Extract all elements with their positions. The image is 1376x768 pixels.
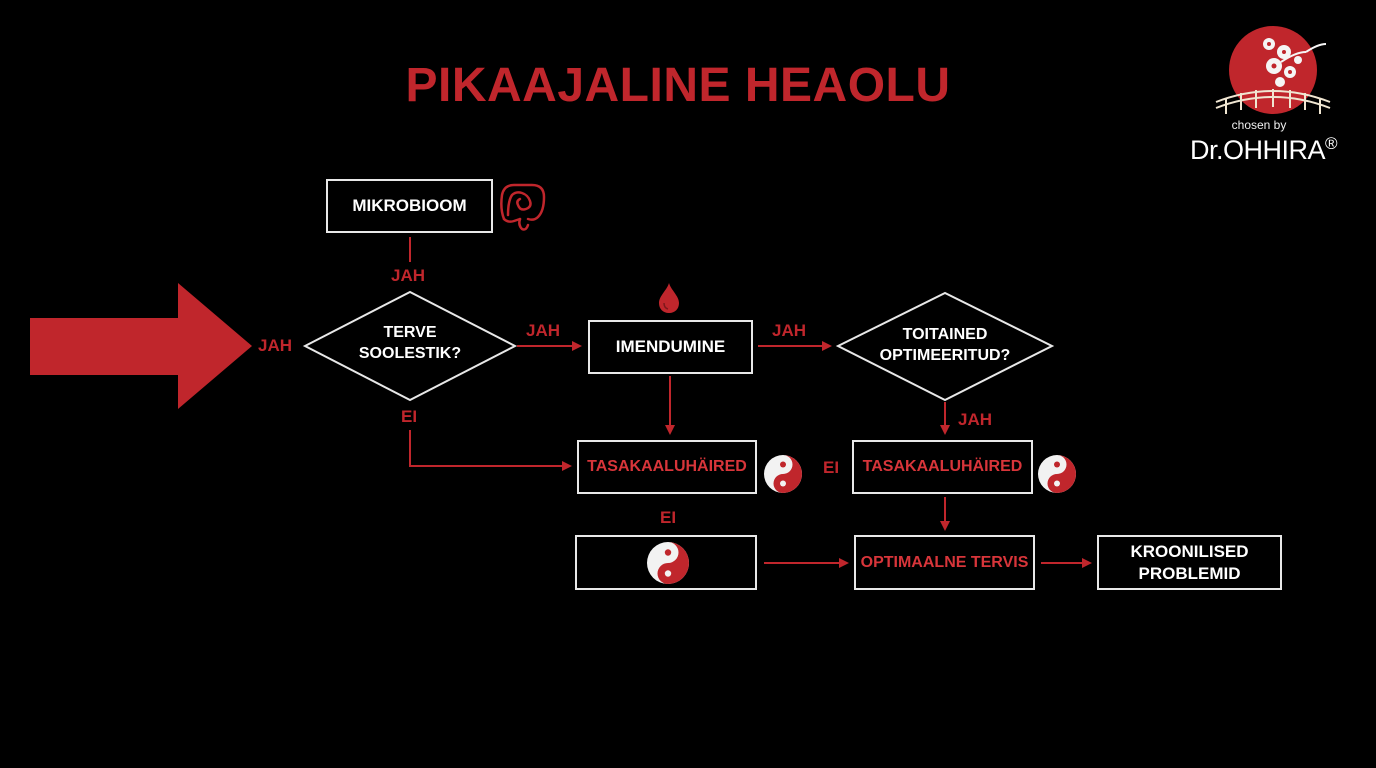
edge-label-tasak2-ei: EI [823,458,840,477]
node-kroonilised-line1: KROONILISED [1130,541,1249,561]
bridge-icon [1215,89,1331,114]
yin-yang-icon [764,455,802,493]
entry-arrow [30,283,252,409]
yin-yang-icon [1038,455,1076,493]
decision-toitained-line2: OPTIMEERITUD? [879,347,1011,364]
blood-drop-icon [659,283,679,313]
logo-tagline: chosen by [1231,118,1287,132]
edge-label-entry: JAH [258,336,293,355]
decision-terve-soolestik [302,290,518,402]
edge-label-terve-ei: EI [401,407,418,426]
decision-terve-line1: TERVE [383,324,437,341]
node-tasakaaluhaired-1-label: TASAKAALUHÄIRED [587,458,747,475]
decision-terve-line2: SOOLESTIK? [358,345,462,362]
dr-ohhira-logo [1215,26,1331,114]
node-optimaalne-tervis: OPTIMAALNE TERVIS [854,535,1035,590]
node-tasakaaluhaired-2-label: TASAKAALUHÄIRED [862,458,1023,475]
edge-label-mikro-terve: JAH [391,266,426,285]
edge-label-tasak1-ei: EI [660,508,677,527]
registered-mark: ® [1325,134,1338,153]
yin-yang-icon [647,542,689,584]
node-kroonilised-probleemid: KROONILISED PROBLEMID [1097,535,1282,590]
logo-brand-name: Dr.OHHIRA [1190,135,1326,165]
edge-label-imend-toit: JAH [772,321,807,340]
node-mikrobioom-label: MIKROBIOOM [352,196,467,215]
decision-toitained-line1: TOITAINED [902,326,988,343]
node-tasakaaluhaired-1: TASAKAALUHÄIRED [577,440,757,494]
logo-brand: Dr.OHHIRA® [1190,134,1338,166]
decision-toitained [835,291,1055,402]
node-tasakaaluhaired-2: TASAKAALUHÄIRED [852,440,1033,494]
diagram-title: PIKAAJALINE HEAOLU [405,59,951,112]
node-optimaalne-tervis-label: OPTIMAALNE TERVIS [860,553,1029,571]
connector-terve-ei [409,430,572,471]
node-kroonilised-line2: PROBLEMID [1138,563,1241,583]
edge-label-toit-tasak: JAH [958,410,993,429]
node-mikrobioom: MIKROBIOOM [326,179,493,233]
node-imendumine-label: IMENDUMINE [615,337,726,356]
decision-toitained-text: TOITAINED OPTIMEERITUD? [860,324,1030,366]
intestine-icon [500,183,546,231]
decision-terve-soolestik-text: TERVE SOOLESTIK? [330,322,490,364]
node-imendumine: IMENDUMINE [588,320,753,374]
edge-label-terve-imend: JAH [526,321,561,340]
blossom-branch-icon [1263,38,1327,87]
